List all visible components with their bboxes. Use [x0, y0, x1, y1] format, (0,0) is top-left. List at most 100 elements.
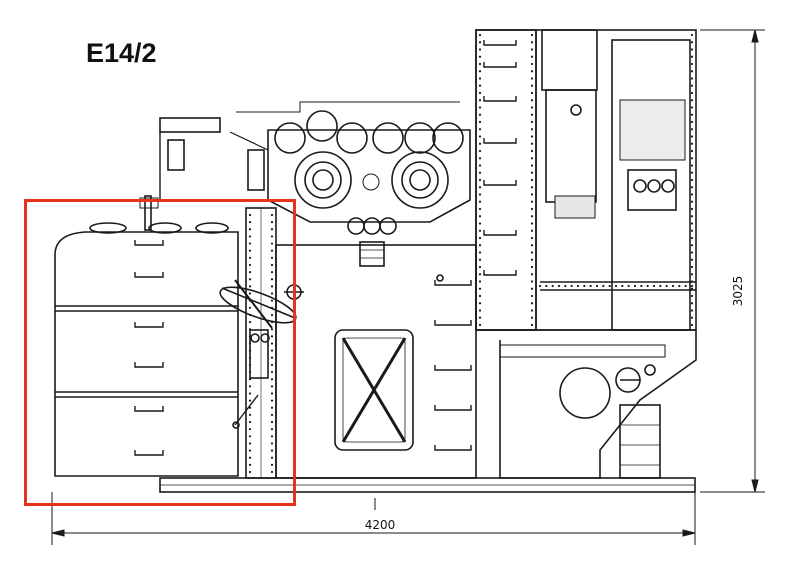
- rivet: [690, 193, 694, 196]
- rivet: [478, 273, 482, 276]
- highlight-box: [24, 199, 296, 506]
- rivet: [570, 284, 573, 288]
- rivet: [530, 215, 534, 218]
- rivet: [270, 242, 274, 245]
- rivet: [652, 284, 656, 288]
- rivet: [627, 284, 630, 288]
- central-body: [275, 244, 477, 479]
- rivet: [248, 221, 252, 224]
- rivet: [690, 258, 694, 261]
- rivet: [530, 164, 534, 167]
- rivet: [478, 77, 482, 80]
- rivet: [270, 378, 274, 381]
- rivet: [530, 287, 534, 290]
- rivet: [690, 316, 694, 319]
- rivet: [530, 273, 534, 276]
- rivet: [690, 265, 694, 269]
- rivet: [270, 349, 274, 352]
- rivet: [690, 171, 694, 174]
- rivet: [248, 278, 252, 281]
- rivet: [478, 323, 482, 327]
- rivet: [690, 294, 694, 298]
- rivet: [478, 128, 482, 131]
- rivet: [690, 244, 694, 247]
- rivet: [530, 200, 534, 203]
- rivet: [248, 271, 252, 274]
- rivet: [530, 193, 534, 196]
- grab-handle: [483, 230, 517, 236]
- rivet: [530, 113, 534, 116]
- grab-handle: [134, 240, 164, 246]
- rivet: [690, 55, 694, 58]
- rivet: [478, 55, 482, 58]
- rivet: [478, 207, 482, 211]
- rivet: [248, 263, 252, 267]
- right-lower-frame: [476, 329, 697, 479]
- rivet: [478, 258, 482, 261]
- rivet: [478, 164, 482, 167]
- grab-handle: [434, 320, 472, 326]
- rivet: [270, 285, 274, 288]
- rivet: [270, 406, 274, 409]
- rivet: [530, 149, 534, 153]
- rivet: [690, 302, 694, 305]
- rivet: [690, 149, 694, 153]
- rivet: [690, 84, 694, 87]
- rivet: [270, 221, 274, 224]
- rivet: [478, 70, 482, 73]
- rivet: [690, 284, 694, 288]
- rivet: [270, 342, 274, 345]
- rivet: [270, 363, 274, 367]
- rivet: [248, 228, 252, 231]
- rivet: [595, 284, 599, 288]
- rivet: [557, 284, 561, 288]
- right-tower: [475, 29, 697, 331]
- rivet: [248, 306, 252, 309]
- rivet: [690, 91, 694, 95]
- rivet: [671, 284, 675, 288]
- rivet: [530, 91, 534, 95]
- rivet: [608, 284, 611, 288]
- rivet: [530, 207, 534, 211]
- rivet: [248, 420, 252, 424]
- rivet: [270, 292, 274, 295]
- rivet: [478, 135, 482, 138]
- rivet: [530, 77, 534, 80]
- body-handles: [434, 280, 472, 451]
- rivet: [478, 265, 482, 269]
- rivet: [690, 215, 694, 218]
- rivet: [690, 41, 694, 44]
- rivet: [478, 171, 482, 174]
- rivet: [248, 285, 252, 288]
- rivet: [690, 280, 694, 283]
- rivet: [248, 235, 252, 238]
- rivet: [270, 385, 274, 388]
- rivet: [576, 284, 580, 288]
- rivet: [248, 320, 252, 324]
- rivet: [690, 106, 694, 109]
- rivet: [478, 309, 482, 312]
- grab-handle: [483, 40, 517, 46]
- rivet: [530, 48, 534, 51]
- rivet: [478, 294, 482, 298]
- rivet: [248, 435, 252, 438]
- rivet: [690, 113, 694, 116]
- rivet: [530, 157, 534, 160]
- grab-handle: [134, 406, 164, 412]
- rivet: [270, 356, 274, 359]
- rivet: [589, 284, 592, 288]
- grab-handle: [134, 322, 164, 328]
- rivet: [270, 470, 274, 474]
- rivet: [690, 207, 694, 211]
- rivet: [478, 84, 482, 87]
- rivet: [478, 33, 482, 37]
- rivet: [530, 244, 534, 247]
- rivet: [690, 323, 694, 327]
- rivet: [530, 309, 534, 312]
- rivet: [690, 273, 694, 276]
- rivet: [248, 456, 252, 459]
- rivet: [690, 48, 694, 51]
- rivet: [248, 463, 252, 466]
